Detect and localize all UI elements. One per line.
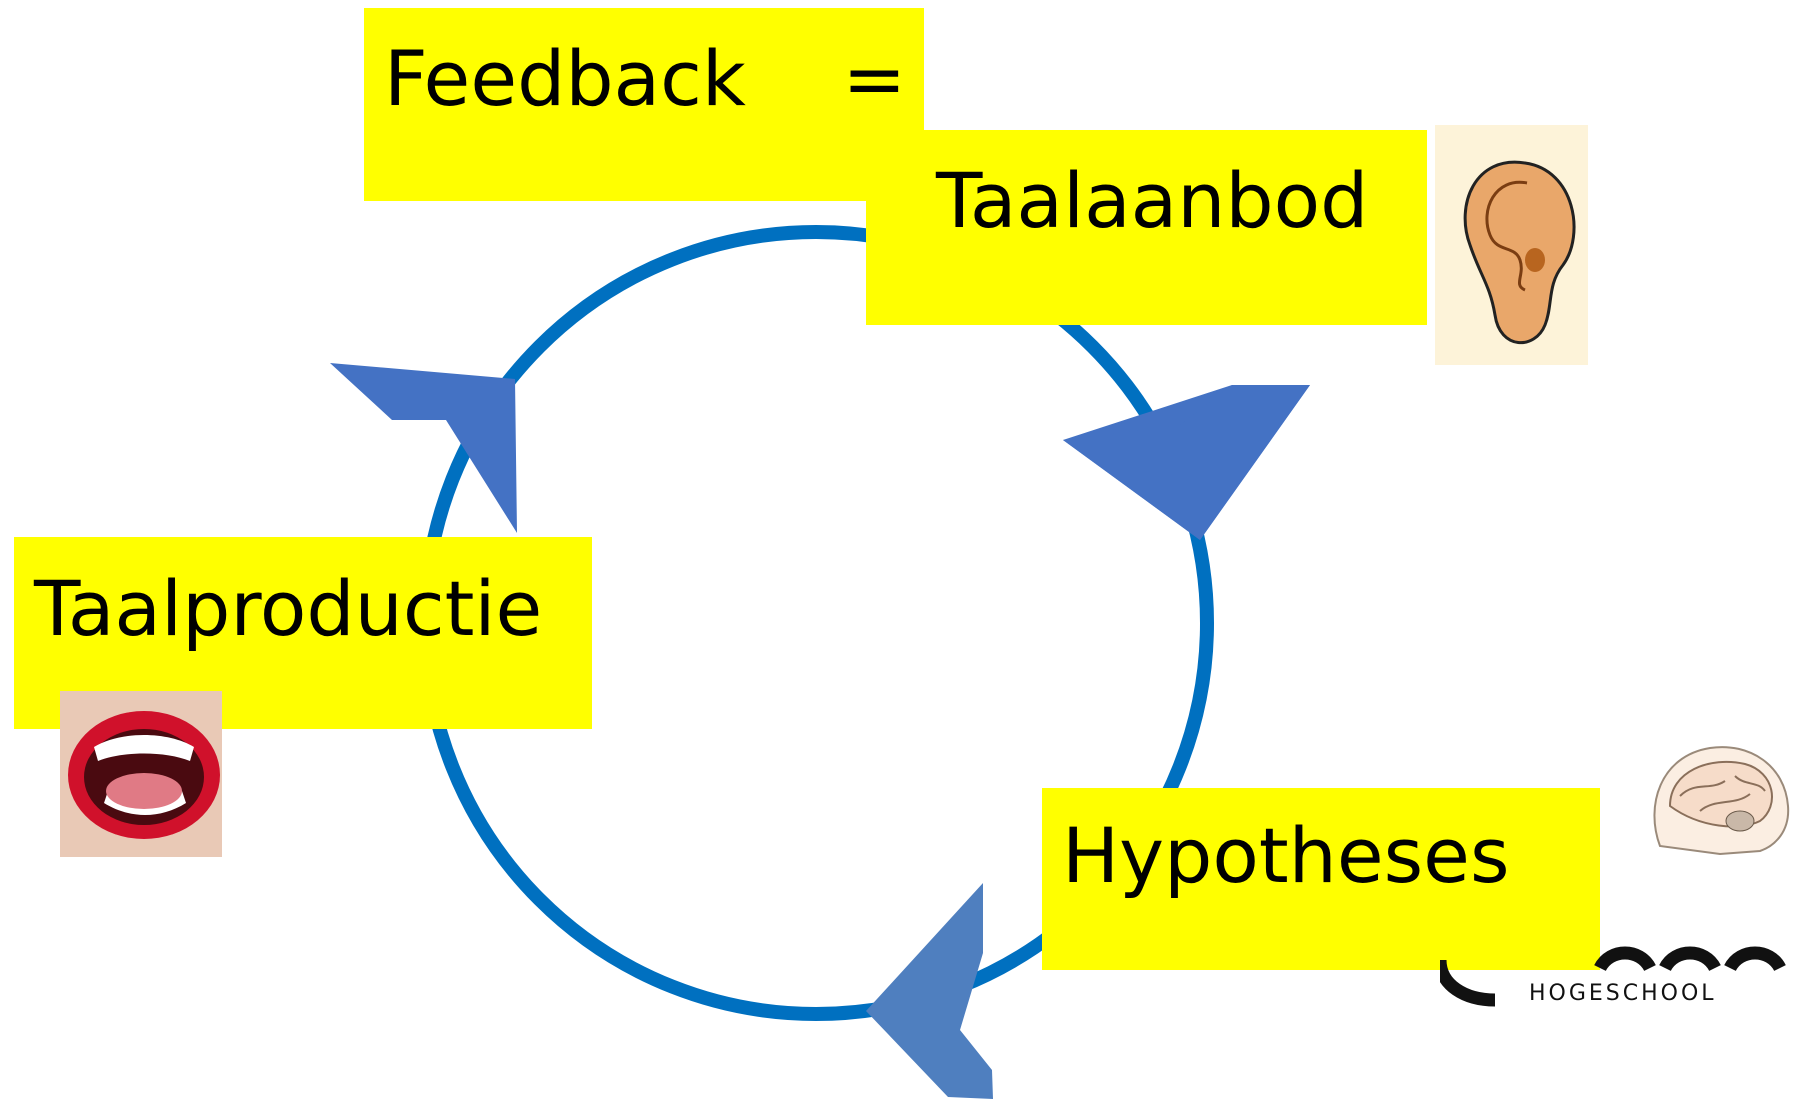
arrow-bottom xyxy=(866,883,993,1099)
open-mouth-icon xyxy=(60,691,222,857)
logo-text: HOGESCHOOL xyxy=(1529,981,1717,1006)
arrow-right-notch xyxy=(1063,385,1310,540)
feedback-label: Feedback = xyxy=(364,8,924,201)
arrow-top-left xyxy=(330,363,517,533)
ear-icon xyxy=(1435,125,1588,365)
brain-icon xyxy=(1640,736,1793,856)
hypotheses-label: Hypotheses xyxy=(1042,788,1600,970)
taalaanbod-label: Taalaanbod xyxy=(866,130,1427,325)
logo-mark xyxy=(1433,900,1793,1010)
